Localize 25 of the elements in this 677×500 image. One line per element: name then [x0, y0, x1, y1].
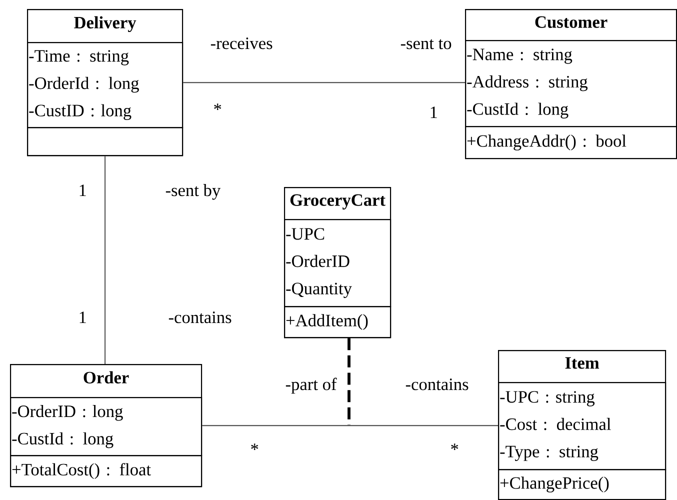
association-line	[183, 82, 465, 84]
empty-compartment	[27, 127, 184, 156]
compartment: -Time : string -OrderId : long -CustID : long	[27, 42, 184, 128]
compartment: +AddItem()	[284, 306, 392, 338]
compartment: +ChangeAddr() : bool	[465, 126, 677, 160]
multiplicity-label: 1	[80, 184, 86, 196]
compartment: -UPC : string -Cost : decimal -Type : string	[498, 382, 666, 470]
association-line	[202, 425, 498, 426]
multiplicity-label: *	[251, 444, 258, 450]
role-label: -contains	[406, 378, 468, 390]
association-class-link	[348, 338, 350, 425]
multiplicity-label: 1	[80, 312, 86, 323]
compartment: -OrderID : long -CustId : long	[10, 397, 202, 456]
role-label: -sent by	[166, 184, 221, 200]
compartment: +TotalCost() : float	[10, 455, 202, 488]
compartment: -Name : string -Address : string -CustId : long	[465, 40, 677, 128]
compartment: -UPC -OrderID -Quantity	[284, 219, 392, 308]
compartment: +ChangePrice()	[498, 469, 666, 500]
role-label: -receives	[210, 38, 272, 50]
multiplicity-label: *	[451, 444, 458, 450]
role-label: -contains	[168, 312, 232, 324]
role-label: -part of	[286, 378, 337, 394]
association-line	[104, 156, 106, 364]
multiplicity-label: 1	[430, 106, 437, 118]
multiplicity-label: *	[214, 104, 222, 110]
